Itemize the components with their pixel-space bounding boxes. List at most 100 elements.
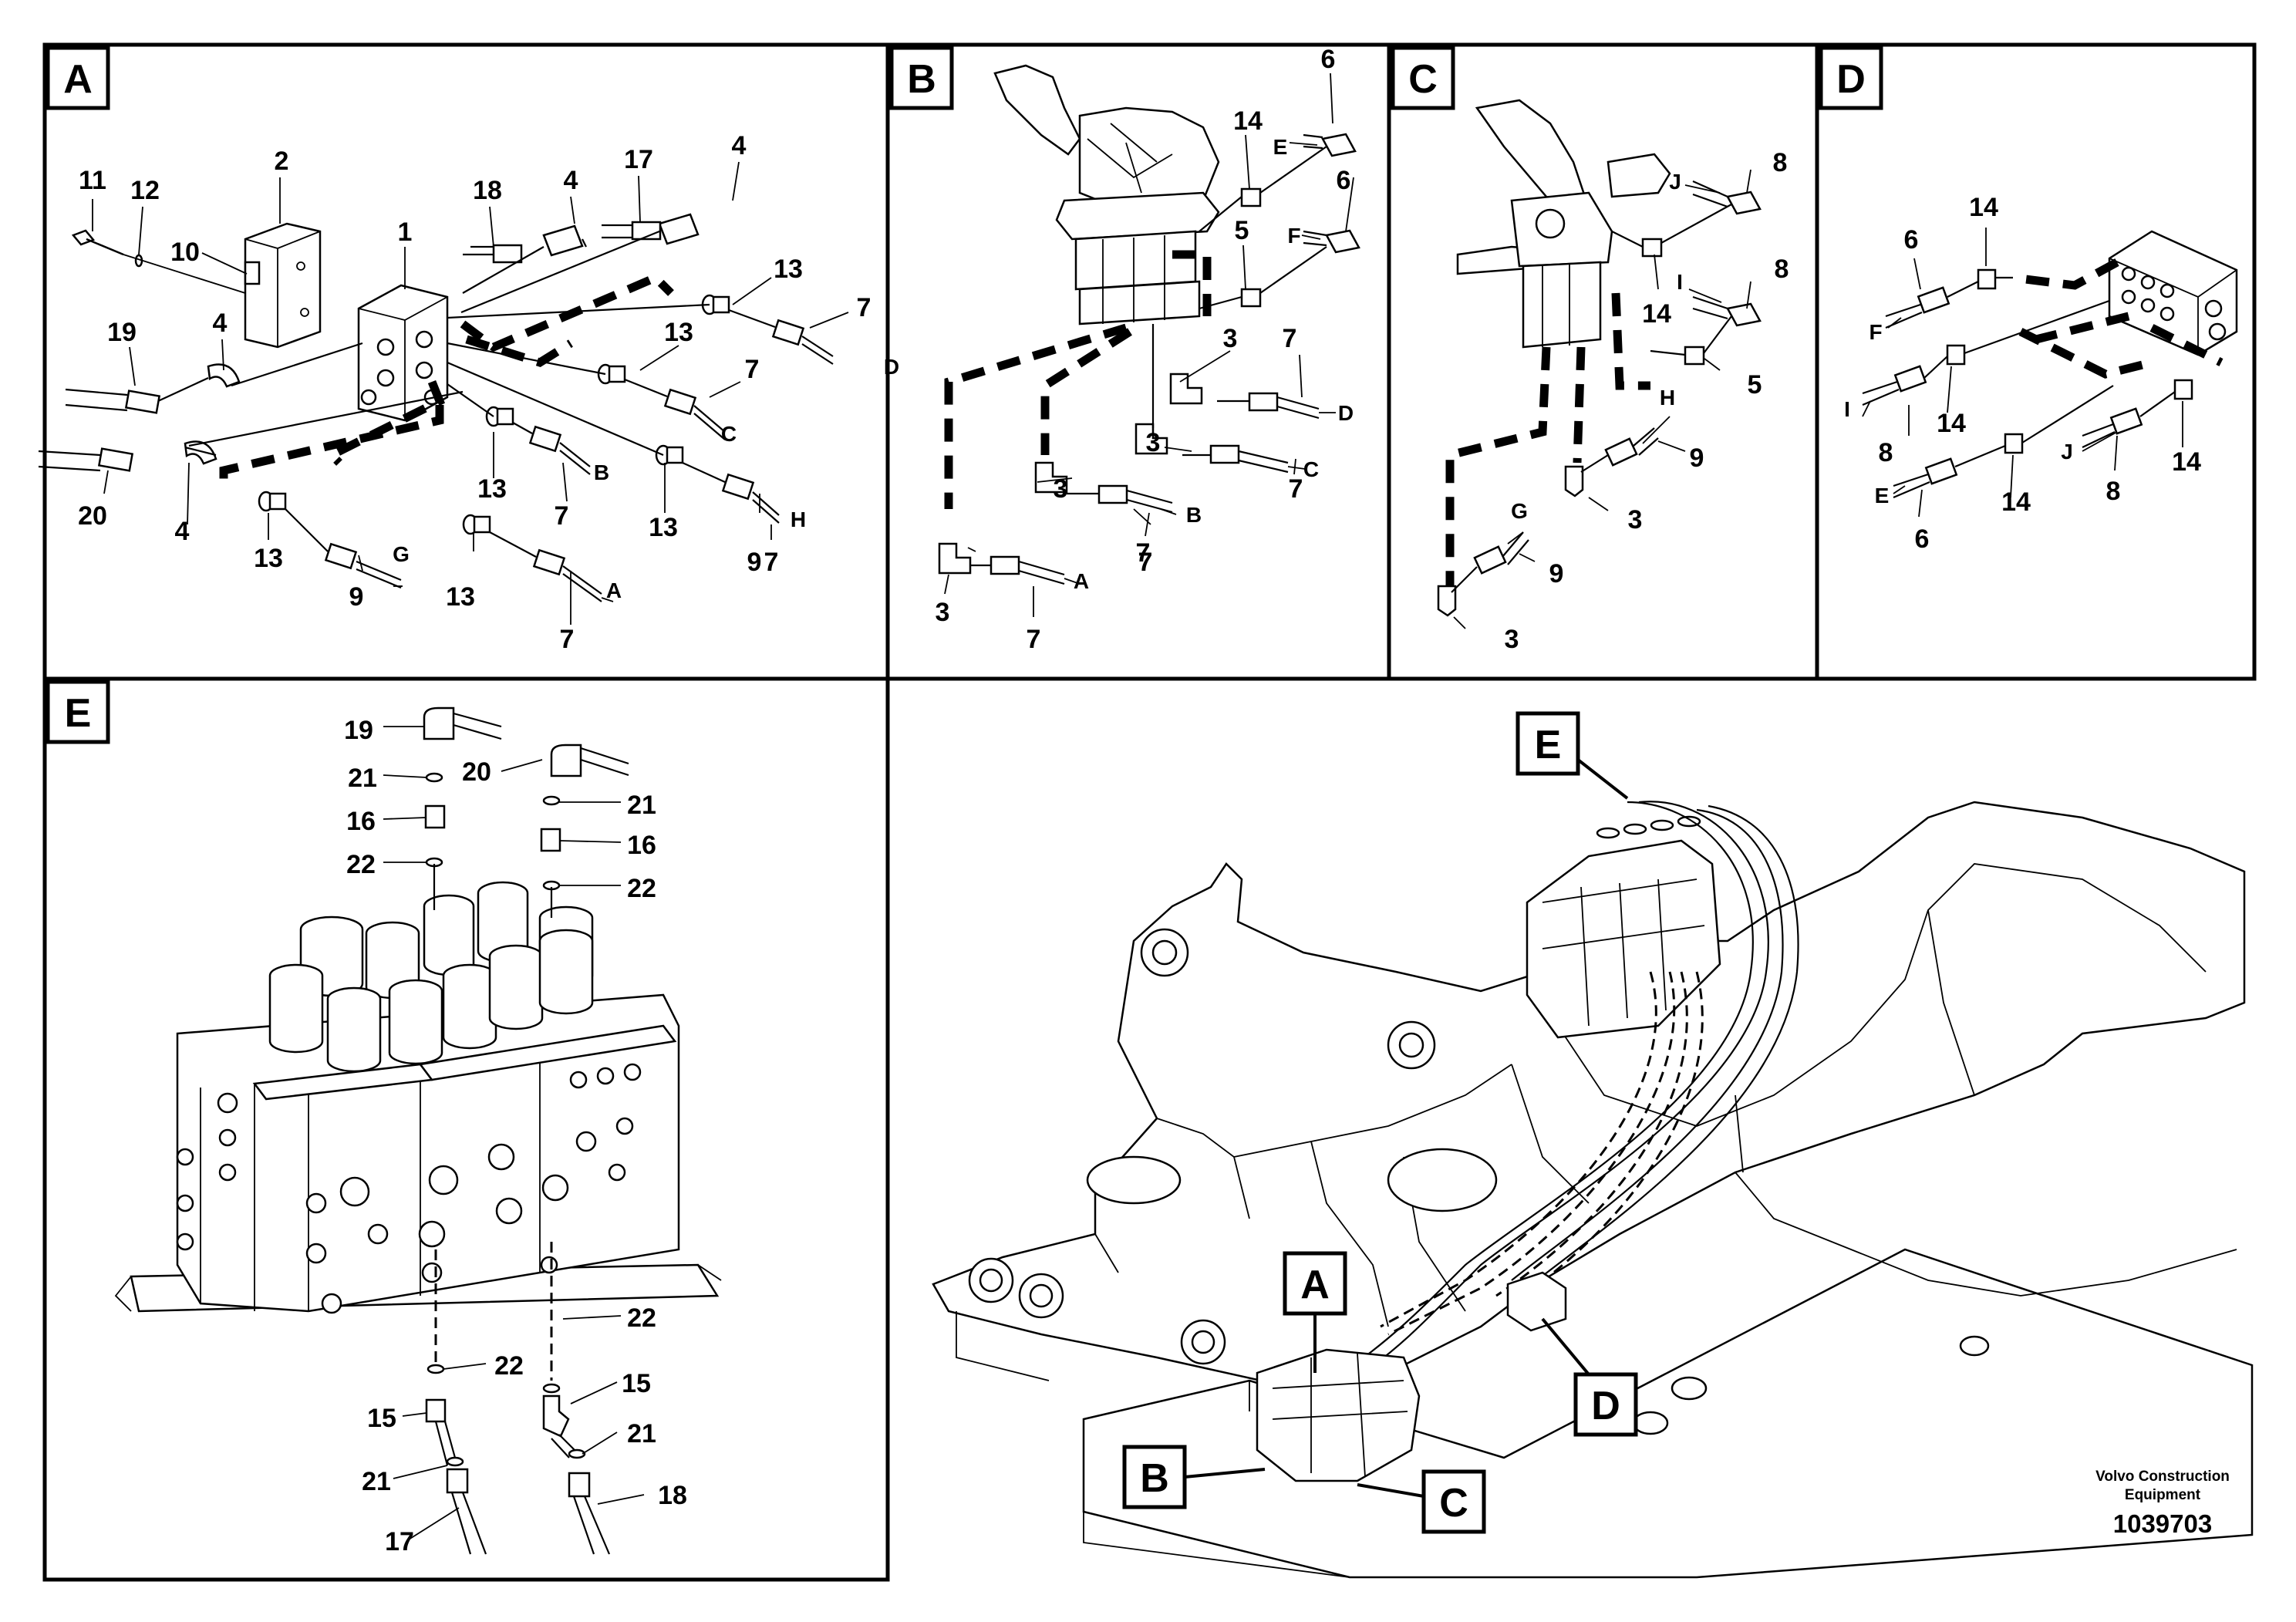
svg-text:D: D [1591, 1384, 1620, 1428]
svg-text:A: A [1074, 569, 1089, 593]
svg-text:11: 11 [79, 166, 106, 195]
svg-text:13: 13 [649, 513, 678, 542]
panel-tag-d: D [1819, 46, 1883, 110]
svg-text:5: 5 [1235, 216, 1249, 245]
svg-text:18: 18 [473, 176, 502, 205]
svg-text:2: 2 [275, 147, 289, 176]
svg-text:7: 7 [1136, 538, 1151, 568]
svg-text:7: 7 [857, 293, 872, 322]
svg-text:B: B [907, 57, 936, 102]
svg-text:9: 9 [349, 582, 364, 612]
svg-text:21: 21 [627, 1419, 656, 1448]
panel-frames [42, 42, 2257, 1582]
svg-text:6: 6 [1321, 45, 1336, 74]
panel-d-drawing: 14 6 F I 14 8 J 14 E 14 8 6 [1844, 193, 2238, 554]
svg-text:7: 7 [1289, 474, 1303, 504]
svg-text:3: 3 [1223, 324, 1238, 353]
svg-text:F: F [1287, 224, 1300, 248]
svg-text:19: 19 [107, 318, 137, 347]
overview-drawing [932, 801, 2254, 1579]
svg-text:22: 22 [627, 874, 656, 903]
svg-text:I: I [1844, 397, 1850, 421]
svg-text:19: 19 [344, 716, 373, 745]
svg-text:C: C [1439, 1481, 1468, 1526]
svg-text:9: 9 [1549, 559, 1564, 588]
svg-text:13: 13 [477, 474, 507, 504]
svg-text:D: D [1836, 57, 1866, 102]
svg-text:C: C [1303, 457, 1319, 481]
svg-text:I: I [1677, 270, 1683, 294]
svg-text:4: 4 [213, 309, 228, 338]
svg-text:8: 8 [1775, 255, 1789, 284]
overview-callout-c: C [1357, 1469, 1486, 1534]
panel-tag-e: E [46, 679, 110, 744]
svg-text:7: 7 [560, 625, 575, 654]
svg-text:20: 20 [78, 501, 107, 531]
svg-text:6: 6 [1337, 166, 1351, 195]
panel-a-drawing: 11 12 2 10 1 18 4 17 4 13 7 D 13 7 C 19 … [38, 131, 899, 654]
svg-text:7: 7 [555, 501, 569, 531]
footer-line-2: Equipment [2125, 1487, 2201, 1503]
svg-text:21: 21 [627, 791, 656, 820]
svg-text:G: G [393, 542, 410, 566]
svg-text:D: D [1338, 401, 1354, 425]
svg-text:13: 13 [774, 255, 803, 284]
svg-text:G: G [1511, 499, 1528, 523]
svg-text:10: 10 [170, 238, 200, 267]
panel-b-drawing: 6 E 14 6 F 5 3 7 D 3 7 C 3 7 B 3 7 A 7 [936, 45, 1360, 654]
svg-text:A: A [63, 57, 93, 102]
svg-text:A: A [606, 578, 622, 602]
drawing-number: 1039703 [2113, 1509, 2212, 1538]
svg-text:21: 21 [348, 764, 377, 793]
panel-c-drawing: J 8 14 I 8 5 H 9 3 G 9 3 [1437, 99, 1789, 654]
panel-e-drawing: 19 21 16 22 20 21 16 22 22 22 15 15 21 2… [114, 706, 722, 1556]
svg-text:C: C [721, 422, 737, 446]
svg-text:8: 8 [1879, 438, 1893, 467]
svg-text:22: 22 [346, 850, 376, 879]
svg-text:12: 12 [130, 176, 160, 205]
svg-text:7: 7 [1138, 548, 1153, 577]
svg-text:16: 16 [346, 807, 376, 836]
panel-tag-b: B [889, 46, 954, 110]
footer-line-1: Volvo Construction [2095, 1469, 2230, 1485]
svg-text:J: J [2061, 440, 2073, 464]
svg-text:18: 18 [658, 1481, 687, 1510]
svg-text:4: 4 [732, 131, 747, 160]
svg-text:6: 6 [1915, 524, 1930, 554]
svg-text:E: E [1875, 484, 1890, 508]
svg-text:J: J [1669, 170, 1681, 194]
svg-text:H: H [1660, 386, 1675, 410]
svg-text:22: 22 [494, 1351, 524, 1381]
svg-text:16: 16 [627, 831, 656, 860]
svg-text:17: 17 [385, 1527, 414, 1556]
panel-d-callouts: 14 6 F I 14 8 J 14 E 14 8 6 [1844, 193, 2201, 554]
svg-text:F: F [1869, 320, 1882, 344]
panel-tag-a: A [46, 46, 110, 110]
svg-text:E: E [1535, 723, 1562, 767]
svg-text:13: 13 [446, 582, 475, 612]
svg-text:E: E [1273, 135, 1288, 159]
svg-text:B: B [594, 460, 609, 484]
svg-text:14: 14 [1642, 299, 1671, 329]
svg-text:7: 7 [764, 548, 779, 577]
overview-callout-d: D [1541, 1317, 1638, 1437]
svg-text:7: 7 [1027, 625, 1041, 654]
svg-text:14: 14 [1969, 193, 1998, 222]
svg-text:21: 21 [362, 1467, 391, 1496]
svg-text:4: 4 [175, 517, 190, 546]
panel-c-callouts: J 8 14 I 8 5 H 9 3 G 9 3 [1505, 148, 1789, 654]
svg-text:3: 3 [1054, 474, 1068, 504]
svg-text:H: H [791, 508, 806, 531]
svg-text:A: A [1300, 1263, 1330, 1307]
overview-callout-e: E [1515, 711, 1629, 800]
panel-e-callouts: 19 21 16 22 20 21 16 22 22 22 15 15 21 2… [344, 716, 687, 1556]
svg-text:8: 8 [2106, 477, 2121, 506]
svg-text:9: 9 [1690, 443, 1704, 473]
svg-text:15: 15 [367, 1404, 396, 1433]
overview-callout-a: A [1283, 1251, 1347, 1373]
svg-text:3: 3 [1505, 625, 1519, 654]
svg-text:3: 3 [1628, 505, 1643, 534]
svg-text:14: 14 [1233, 106, 1263, 136]
svg-text:9: 9 [747, 548, 762, 577]
